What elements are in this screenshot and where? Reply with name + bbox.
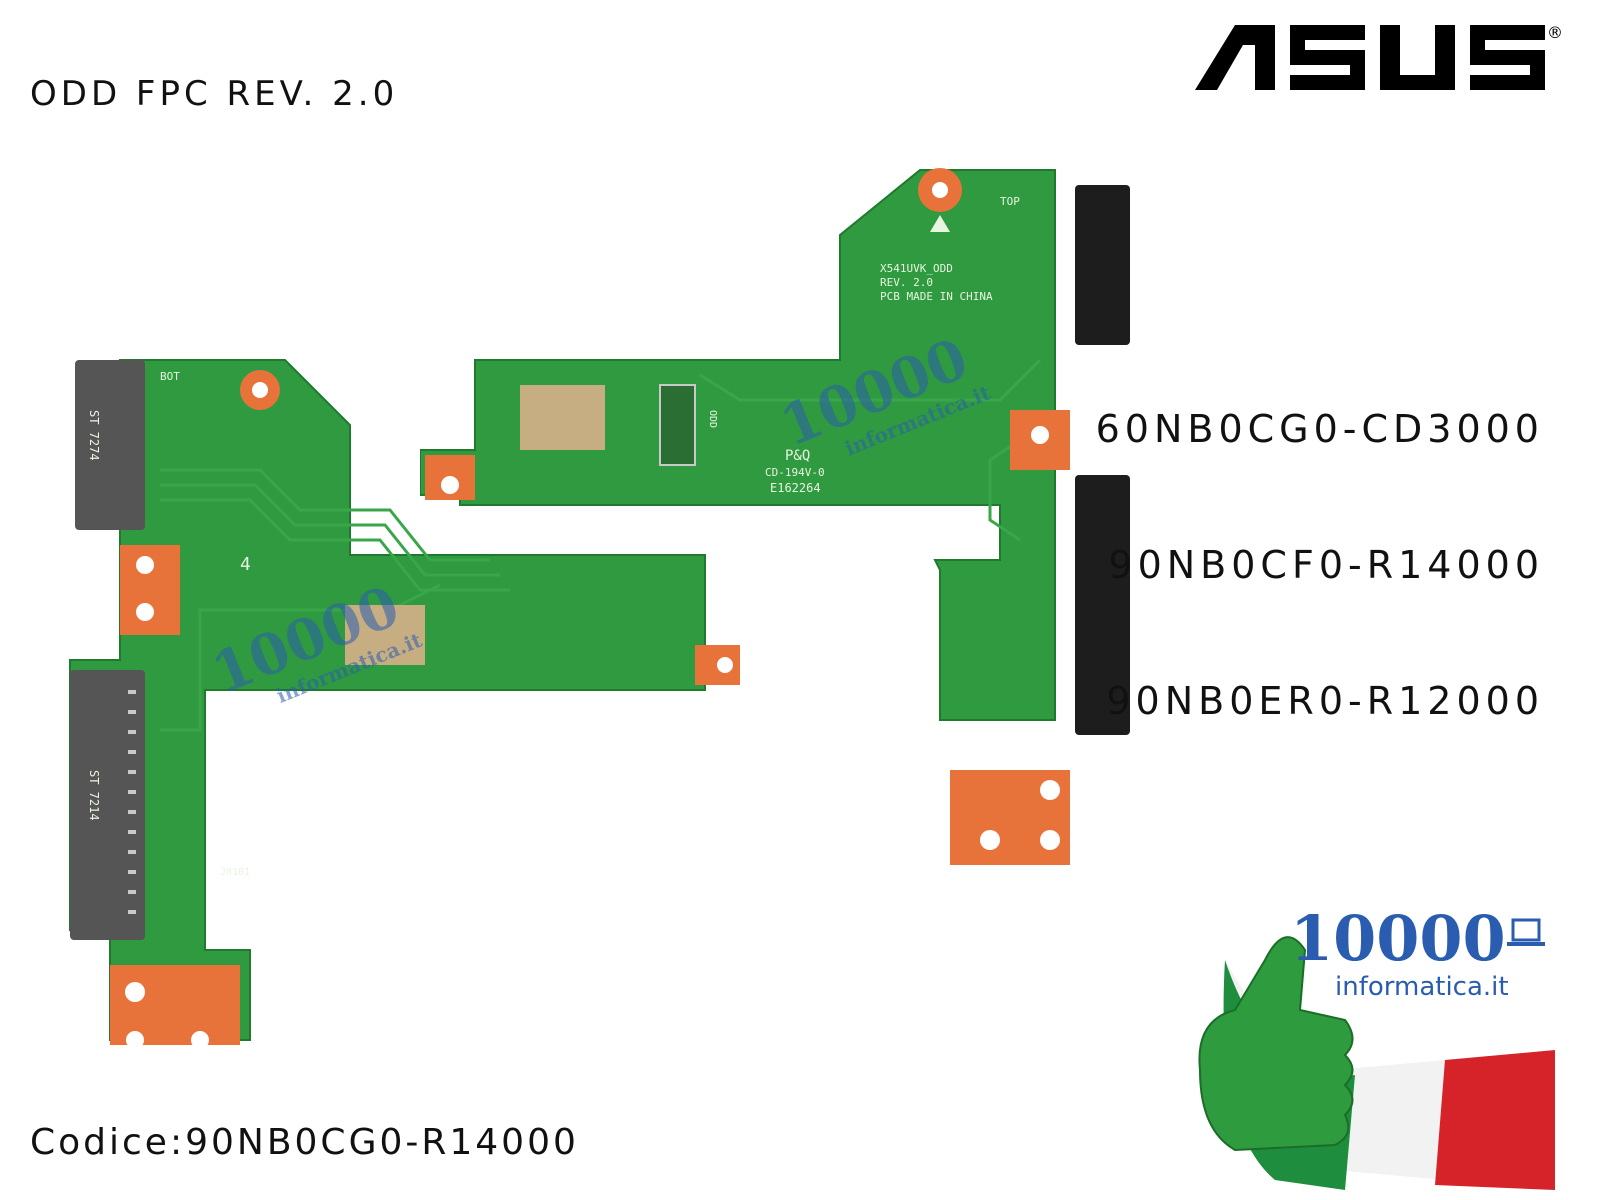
silk-board-name: X541UVK_ODD <box>880 262 953 275</box>
product-code: Codice:90NB0CG0-R14000 <box>30 1122 579 1163</box>
seller-number: 10000 <box>1290 902 1506 975</box>
silk-bot: BOT <box>160 370 180 383</box>
seller-domain: informatica.it <box>1335 972 1509 1002</box>
registered-mark: ® <box>1547 23 1563 42</box>
silk-digit: 4 <box>240 554 251 575</box>
silk-connector-bottom: ST 7214 <box>87 770 101 821</box>
part-number-2: 90NB0CF0-R14000 <box>1108 543 1544 587</box>
silk-revision: REV. 2.0 <box>880 276 933 289</box>
silk-odd: ODD <box>707 410 718 428</box>
part-number-3: 90NB0ER0-R12000 <box>1106 679 1544 723</box>
silk-j0101: J0101 <box>220 867 250 878</box>
silk-e-code: E162264 <box>770 481 821 495</box>
silk-cert: CD-194V-0 <box>765 466 825 479</box>
part-number-1: 60NB0CG0-CD3000 <box>1095 407 1544 451</box>
pcb-board-right: TOP X541UVK_ODD REV. 2.0 PCB MADE IN CHI… <box>420 168 1130 865</box>
laptop-icon <box>1507 918 1545 946</box>
pcb-board-left: BOT 4 ST 7274 ST 7214 J0101 10000 inform… <box>69 359 740 1049</box>
silk-made-in: PCB MADE IN CHINA <box>880 290 993 303</box>
silk-pq: P&Q <box>785 448 810 464</box>
silk-connector-top: ST 7274 <box>87 410 101 461</box>
silk-top: TOP <box>1000 195 1020 208</box>
asus-logo: ® <box>1195 23 1563 90</box>
page-title: ODD FPC REV. 2.0 <box>30 74 399 114</box>
seller-logo: 10000 informatica.it <box>1198 902 1555 1190</box>
